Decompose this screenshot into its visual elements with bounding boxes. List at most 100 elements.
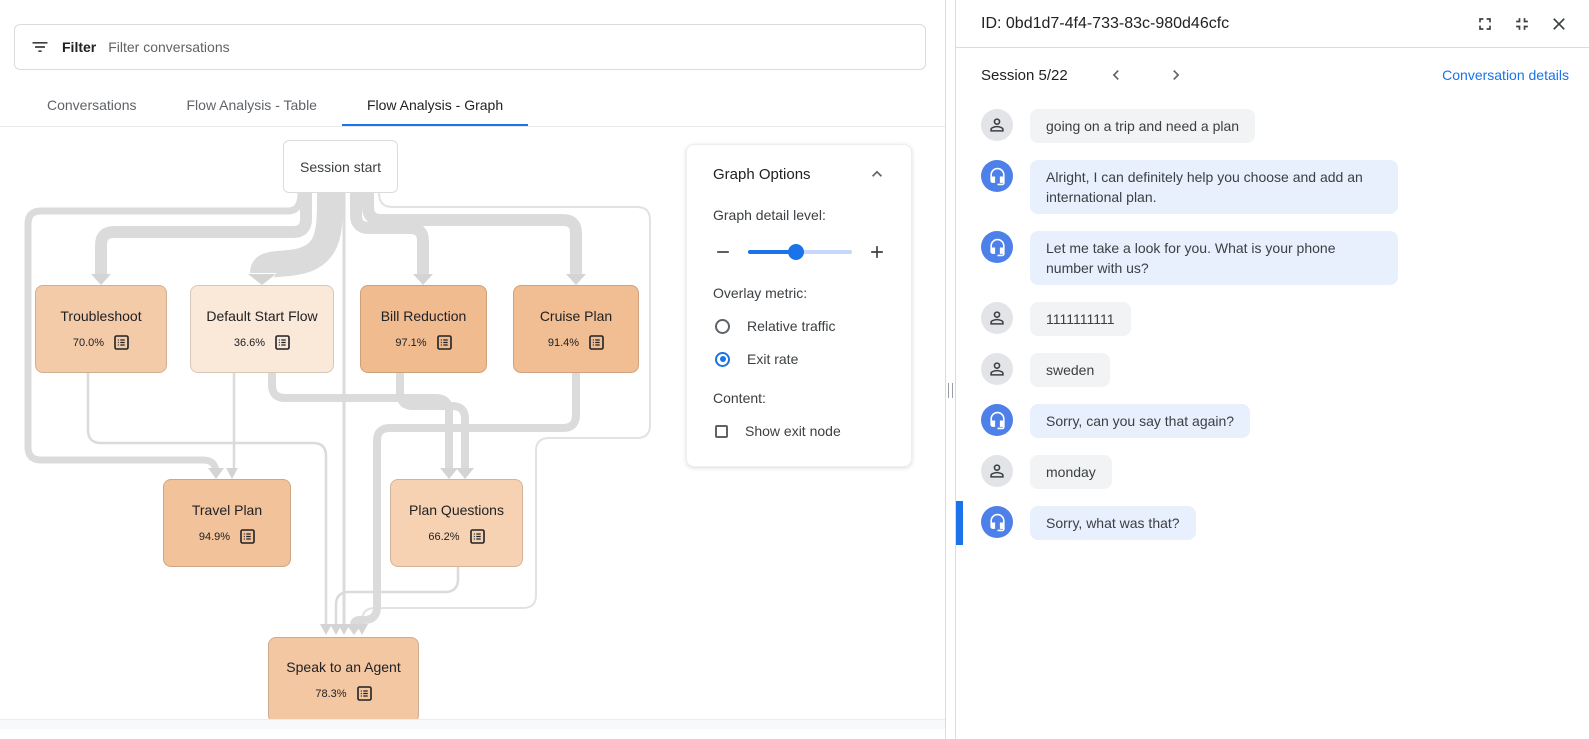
slider-track[interactable] [748,244,852,260]
message-bubble: Alright, I can definitely help you choos… [1030,160,1398,214]
session-nav-row: Session 5/22 Conversation details [956,48,1589,102]
message-row-agent[interactable]: Sorry, what was that? [956,501,1569,545]
node-details-icon [114,335,129,350]
node-title: Plan Questions [409,502,504,518]
message-bubble: 1111111111 [1030,302,1131,336]
message-row-user[interactable]: monday [981,455,1569,489]
node-title: Bill Reduction [380,308,467,324]
message-row-user[interactable]: 1111111111 [981,302,1569,336]
node-details-icon [275,335,290,350]
tab-flow-analysis-table[interactable]: Flow Analysis - Table [186,97,317,113]
tab-flow-analysis-graph[interactable]: Flow Analysis - Graph [341,86,529,127]
node-title: Troubleshoot [60,308,142,324]
conversation-id-title: ID: 0bd1d7-4f4-733-83c-980d46cfc [981,14,1230,32]
overlay-metric-label: Overlay metric: [713,285,808,301]
radio-label: Relative traffic [747,318,836,334]
node-exit-rate: 94.9% [198,530,231,543]
node-details-icon [240,529,255,544]
user-avatar [981,109,1013,141]
graph-options-title: Graph Options [713,165,811,183]
slider-thumb[interactable] [787,244,804,260]
flow-node-troubleshoot[interactable]: Troubleshoot 70.0% [35,285,167,373]
agent-headset-icon [989,411,1005,429]
user-person-icon [990,362,1004,376]
node-exit-rate: 78.3% [315,687,347,700]
flow-graph-canvas[interactable]: Session start Troubleshoot 70.0% Default S… [0,127,945,729]
flow-edges [24,192,651,635]
message-bubble: sweden [1030,353,1111,387]
radio-row-exit-rate[interactable]: Exit rate [715,351,887,367]
message-row-agent[interactable]: Alright, I can definitely help you choos… [981,160,1569,214]
message-bubble: Sorry, what was that? [1030,506,1196,540]
message-bubble: Sorry, can you say that again? [1030,404,1251,438]
node-exit-rate: 66.2% [428,530,460,543]
tabs: Conversations Flow Analysis - Table Flow A… [22,86,529,127]
user-person-icon [990,118,1004,132]
fullscreen-exit-icon[interactable] [1512,14,1532,34]
detail-level-slider [713,242,887,262]
filter-label: Filter [62,39,97,55]
node-details-icon [469,529,485,544]
user-person-icon [990,311,1004,325]
user-avatar [981,455,1013,487]
flow-node-session-start[interactable]: Session start [283,140,398,193]
agent-avatar [981,160,1013,192]
tabs-divider [0,126,945,127]
message-row-user[interactable]: sweden [981,353,1569,387]
zoom-in-plus-icon[interactable] [867,242,887,262]
node-details-icon [436,335,452,350]
agent-headset-icon [989,238,1005,256]
node-title: Default Start Flow [206,308,318,324]
slider-fill [748,250,796,254]
flow-node-default-start-flow[interactable]: Default Start Flow 36.6% [190,285,334,373]
session-counter: Session 5/22 [981,66,1068,84]
horizontal-scrollbar[interactable] [0,719,945,729]
user-avatar [981,302,1013,334]
node-details-icon [356,686,372,701]
message-row-agent[interactable]: Sorry, can you say that again? [981,404,1569,438]
flow-node-bill-reduction[interactable]: Bill Reduction 97.1% [360,285,487,373]
fullscreen-icon[interactable] [1475,14,1495,34]
node-title: Speak to an Agent [286,659,401,675]
message-row-user[interactable]: going on a trip and need a plan [981,109,1569,143]
node-title: Cruise Plan [539,308,613,324]
conversation-detail-panel: ID: 0bd1d7-4f4-733-83c-980d46cfc Session… [956,0,1589,739]
node-exit-rate: 97.1% [395,336,427,349]
filter-icon [32,42,48,52]
previous-session-chevron-left-icon[interactable] [1106,65,1126,85]
detail-level-label: Graph detail level: [713,207,826,223]
agent-avatar [981,506,1013,538]
collapse-chevron-up-icon[interactable] [867,164,887,184]
flow-node-plan-questions[interactable]: Plan Questions 66.2% [390,479,523,567]
close-icon[interactable] [1549,14,1569,34]
conversation-details-link[interactable]: Conversation details [1442,67,1569,83]
user-avatar [981,353,1013,385]
radio-row-relative-traffic[interactable]: Relative traffic [715,318,887,334]
message-row-agent[interactable]: Let me take a look for you. What is your… [981,231,1569,285]
filter-input[interactable] [108,39,910,55]
node-exit-rate: 70.0% [72,336,105,349]
resize-handle-icon[interactable] [948,383,953,398]
radio-relative-traffic[interactable] [715,318,730,334]
flow-node-speak-to-an-agent[interactable]: Speak to an Agent 78.3% [268,637,419,723]
flow-node-travel-plan[interactable]: Travel Plan 94.9% [163,479,291,567]
zoom-out-minus-icon[interactable] [713,242,733,262]
show-exit-node-checkbox[interactable] [715,424,728,438]
graph-options-panel: Graph Options Graph detail level: Overla [686,144,912,467]
filter-bar[interactable]: Filter [14,24,926,70]
detail-header: ID: 0bd1d7-4f4-733-83c-980d46cfc [956,0,1589,48]
radio-exit-rate[interactable] [715,351,730,367]
radio-label: Exit rate [747,351,799,367]
tab-conversations[interactable]: Conversations [47,97,137,113]
next-session-chevron-right-icon[interactable] [1166,65,1186,85]
message-bubble: going on a trip and need a plan [1030,109,1256,143]
node-title: Travel Plan [191,502,263,518]
node-exit-rate: 36.6% [233,336,266,349]
flow-analysis-panel: Filter Conversations Flow Analysis - Tabl… [0,24,945,729]
show-exit-node-checkbox-row[interactable]: Show exit node [715,423,887,439]
panel-resize-gutter[interactable] [945,0,956,739]
content-label: Content: [713,390,766,406]
